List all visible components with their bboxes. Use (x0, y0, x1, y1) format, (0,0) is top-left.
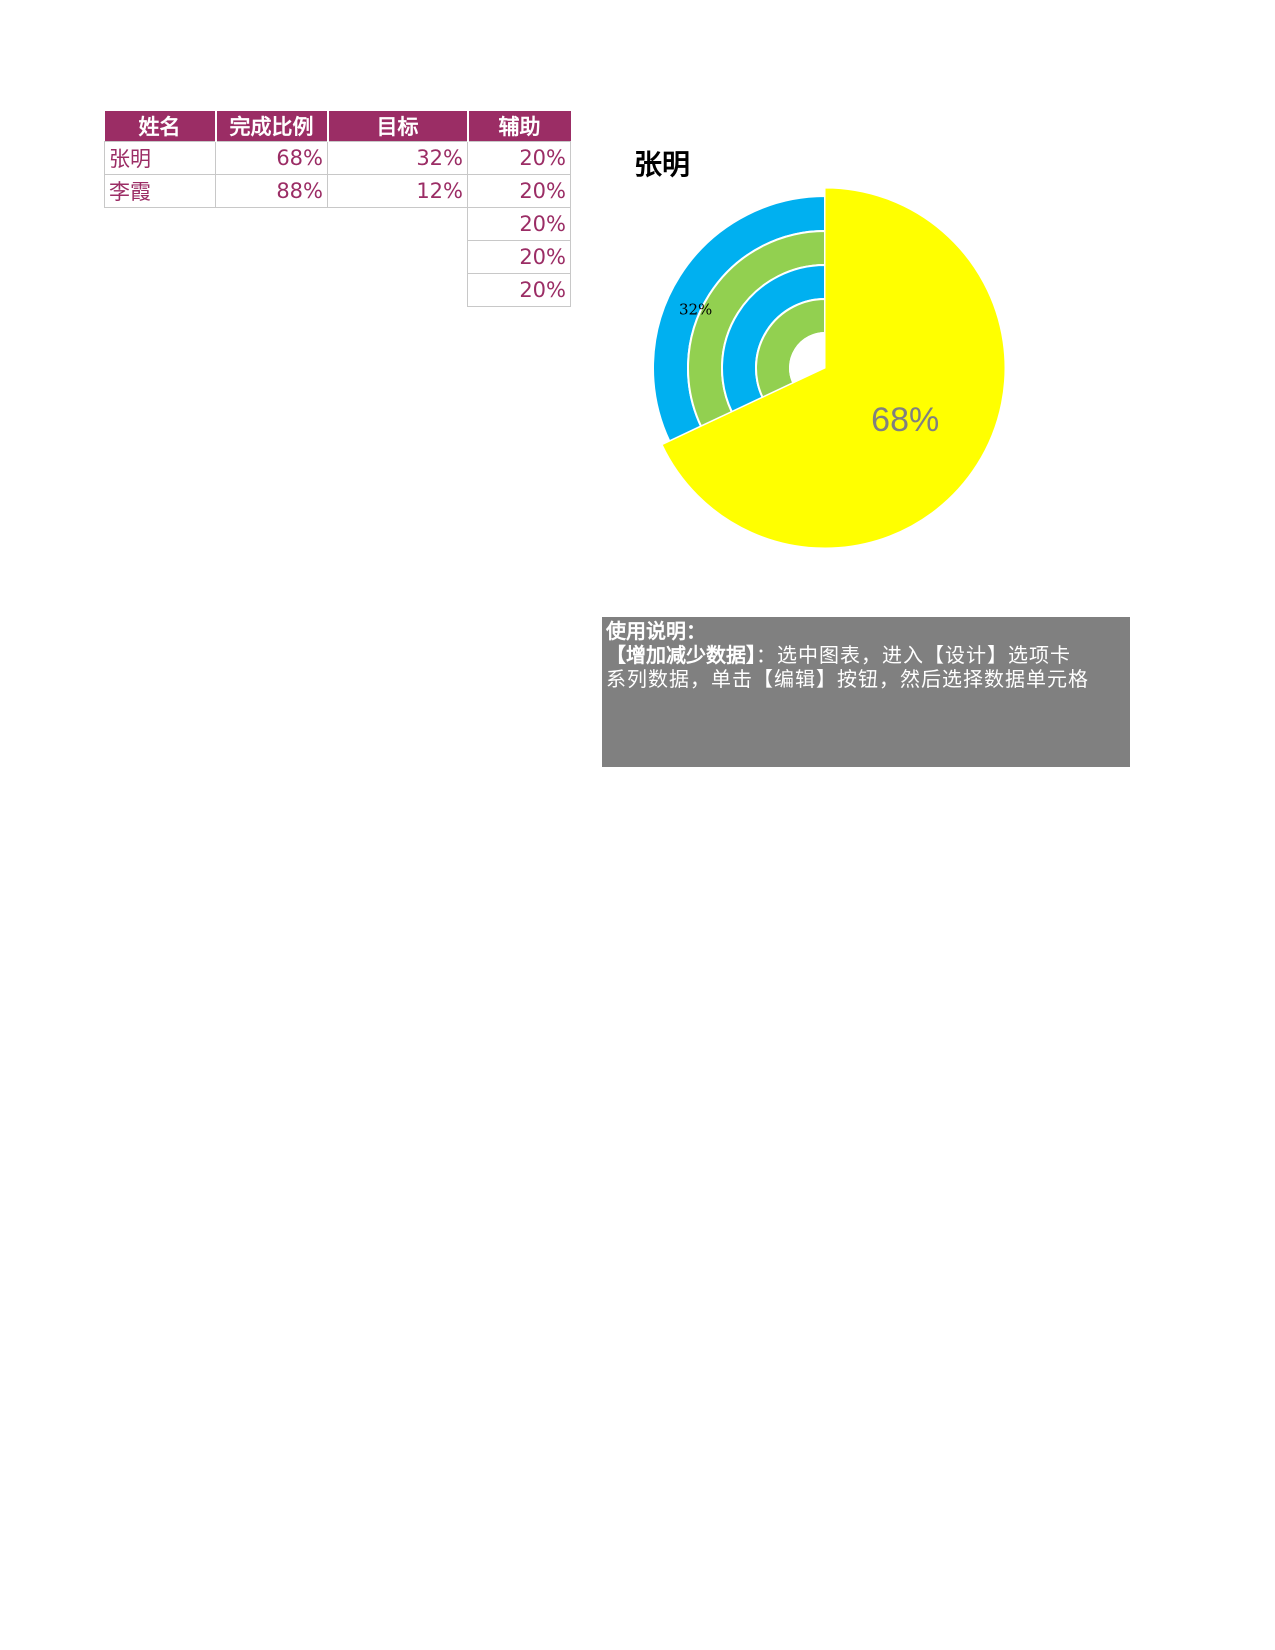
header-target[interactable]: 目标 (327, 111, 469, 142)
table-row: 20% (105, 273, 571, 307)
table-row: 张明 68% 32% 20% (104, 141, 571, 175)
completed-slice[interactable] (661, 187, 1006, 549)
table-header-row: 姓名 完成比例 目标 辅助 (104, 111, 571, 142)
cell-ratio[interactable]: 88% (215, 174, 328, 208)
completed-data-label[interactable]: 68% (871, 401, 939, 439)
target-data-label[interactable]: 32% (679, 300, 712, 318)
instructions-line1-text: ：选中图表，进入【设计】选项卡 (756, 643, 1071, 667)
instructions-line-2: 系列数据，单击【编辑】按钮，然后选择数据单元格 (606, 667, 1089, 691)
instructions-box[interactable]: 使用说明： 【增加减少数据】：选中图表，进入【设计】选项卡 系列数据，单击【编辑… (602, 617, 1130, 767)
instructions-keyword: 【增加减少数据】 (606, 643, 756, 667)
cell-target[interactable]: 12% (327, 174, 468, 208)
instructions-heading: 使用说明： (606, 619, 706, 643)
cell-name[interactable]: 李霞 (104, 174, 216, 208)
data-table: 姓名 完成比例 目标 辅助 张明 68% 32% 20% 李霞 88% 12% … (104, 111, 571, 307)
cell-ratio[interactable]: 68% (215, 141, 328, 175)
cell-aux[interactable]: 20% (467, 141, 571, 175)
cell-aux[interactable]: 20% (467, 273, 571, 307)
header-ratio[interactable]: 完成比例 (215, 111, 329, 142)
instructions-line-1: 【增加减少数据】：选中图表，进入【设计】选项卡 (606, 643, 1126, 667)
header-aux[interactable]: 辅助 (467, 111, 571, 142)
chart-title[interactable]: 张明 (634, 148, 691, 181)
table-row: 李霞 88% 12% 20% (104, 174, 571, 208)
header-name[interactable]: 姓名 (104, 111, 217, 142)
donut-chart[interactable]: 68% 32% (0, 0, 1275, 600)
target-ring-blue[interactable] (789, 331, 826, 385)
table-row: 20% (105, 240, 571, 274)
cell-aux[interactable]: 20% (467, 174, 571, 208)
cell-name[interactable]: 张明 (104, 141, 216, 175)
cell-aux[interactable]: 20% (467, 240, 571, 274)
